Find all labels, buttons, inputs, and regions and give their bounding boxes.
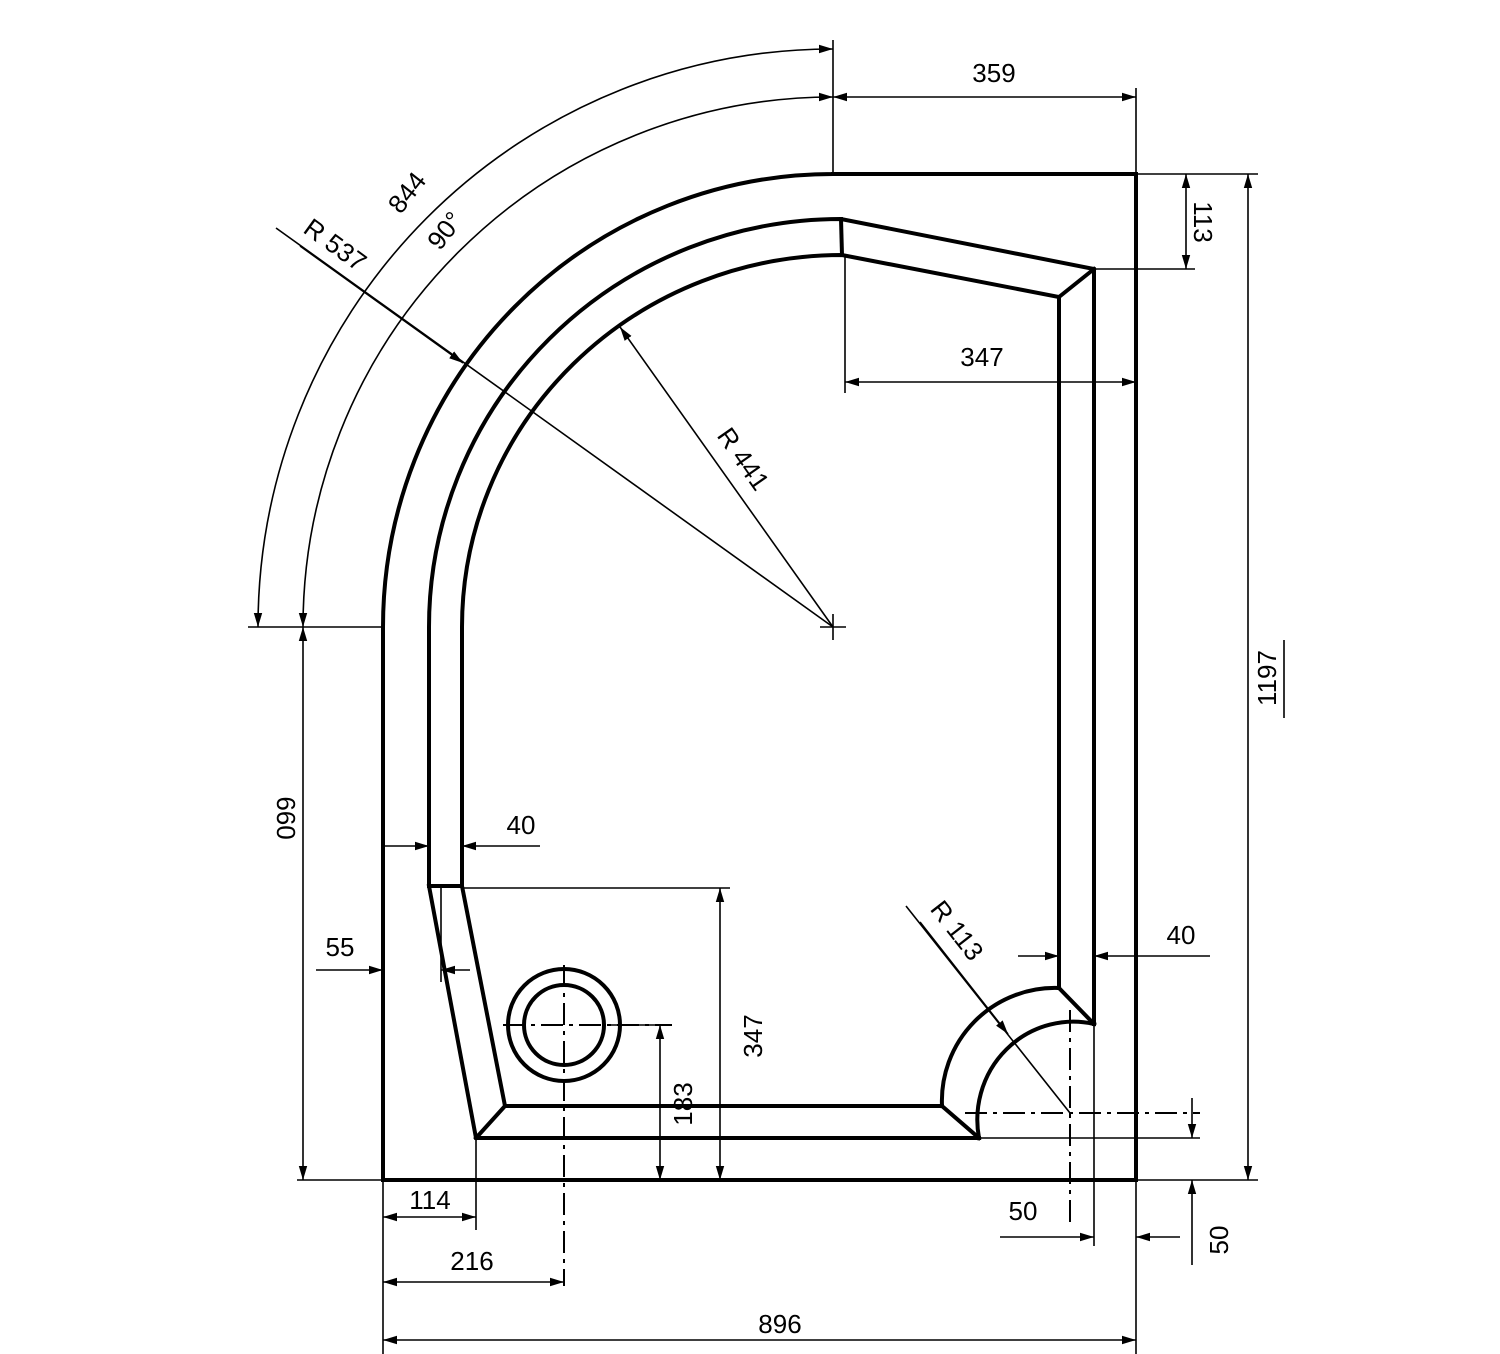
rim-top-join bbox=[838, 216, 845, 258]
label-347-front: 347 bbox=[738, 1014, 768, 1057]
corner-seat-bottom-join bbox=[939, 1103, 982, 1141]
label-660: 660 bbox=[271, 796, 301, 839]
label-50-h: 50 bbox=[1009, 1196, 1038, 1226]
label-216: 216 bbox=[450, 1246, 493, 1276]
rim-top-right-join bbox=[1056, 266, 1097, 300]
rim-right-join bbox=[1056, 985, 1097, 1027]
dim-leader-r441 bbox=[619, 326, 834, 628]
rim-inner-contour bbox=[427, 216, 1096, 1026]
label-896: 896 bbox=[758, 1309, 801, 1339]
label-40-left: 40 bbox=[507, 810, 536, 840]
label-114: 114 bbox=[409, 1185, 450, 1215]
label-r537: R 537 bbox=[298, 212, 372, 277]
label-347-top: 347 bbox=[960, 342, 1003, 372]
label-55: 55 bbox=[326, 932, 355, 962]
dim-leader-r113-arrow bbox=[919, 921, 1009, 1035]
label-40-right: 40 bbox=[1167, 920, 1196, 950]
dimension-labels: 896 1197 660 844 90° R 537 R 441 R 113 3… bbox=[271, 58, 1282, 1339]
label-844: 844 bbox=[382, 166, 432, 219]
dim-leader-r537-arrow bbox=[299, 245, 464, 364]
label-183: 183 bbox=[668, 1082, 698, 1125]
label-r441: R 441 bbox=[711, 422, 775, 496]
dim-arc-90 bbox=[298, 92, 834, 628]
front-rim-left-join bbox=[473, 1103, 508, 1141]
dim-arc-844 bbox=[253, 44, 834, 628]
label-359: 359 bbox=[972, 58, 1015, 88]
label-r113: R 113 bbox=[925, 895, 990, 967]
label-113: 113 bbox=[1188, 201, 1218, 242]
corner-seat-inner-arc bbox=[975, 1019, 1097, 1141]
corner-seat-outer-arc bbox=[939, 985, 1062, 1109]
label-50-v: 50 bbox=[1204, 1226, 1234, 1255]
extension-lines bbox=[248, 40, 1258, 1354]
dimension-lines bbox=[253, 44, 1285, 1345]
center-lines bbox=[503, 965, 1200, 1286]
label-1197: 1197 bbox=[1252, 650, 1282, 706]
